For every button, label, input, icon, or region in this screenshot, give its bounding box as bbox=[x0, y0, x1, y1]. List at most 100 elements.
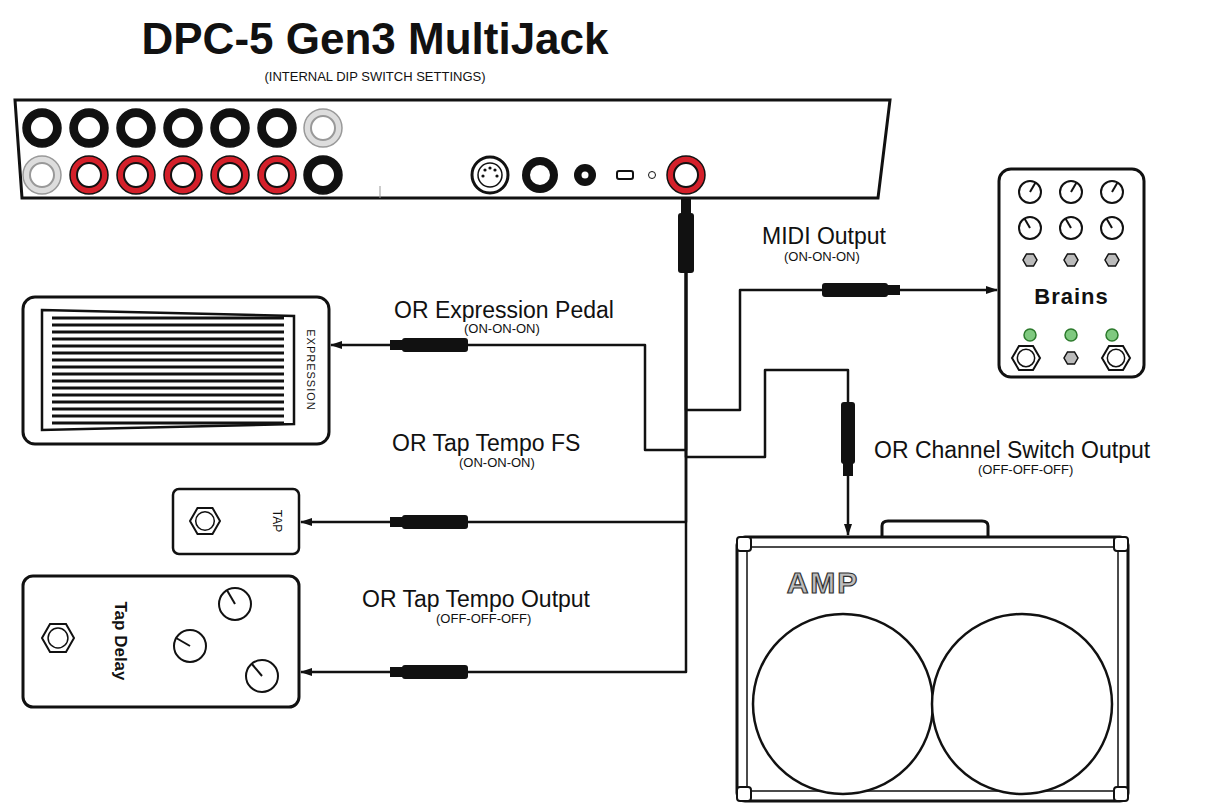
corner-protector bbox=[1114, 537, 1128, 551]
footswitch-nut bbox=[1012, 346, 1040, 370]
toggle-nut bbox=[1023, 254, 1037, 266]
aux-jack-hole bbox=[529, 164, 551, 186]
jack-hole bbox=[171, 116, 195, 140]
knob bbox=[1019, 181, 1041, 203]
tread-stripe bbox=[52, 366, 284, 369]
jack-hole bbox=[311, 116, 335, 140]
cable-label: OR Tap Tempo FS bbox=[390, 430, 582, 456]
speaker bbox=[932, 614, 1112, 794]
corner-protector bbox=[737, 787, 751, 801]
corner-protector bbox=[1114, 787, 1128, 801]
jack-ring bbox=[211, 156, 249, 194]
knob-pointer bbox=[1112, 182, 1118, 192]
cable bbox=[331, 200, 686, 450]
jack-ring bbox=[117, 156, 155, 194]
jack-ring bbox=[164, 109, 202, 147]
midi-pin bbox=[488, 166, 491, 169]
dip-setting: (ON-ON-ON) bbox=[457, 456, 537, 471]
toggle-nut bbox=[1105, 254, 1119, 266]
knob bbox=[1060, 217, 1082, 239]
jack-hole bbox=[674, 163, 698, 187]
jack-ring bbox=[70, 109, 108, 147]
jack-hole bbox=[218, 116, 242, 140]
footswitch-nut bbox=[190, 508, 220, 534]
expression-pedal: EXPRESSION bbox=[21, 295, 331, 446]
cable-label: OR Tap Tempo Output bbox=[360, 586, 592, 612]
jack-ring bbox=[258, 109, 296, 147]
jack-ring bbox=[258, 156, 296, 194]
pedal-name: Tap Delay bbox=[110, 601, 130, 680]
tread-stripe bbox=[52, 359, 284, 362]
jack-ring bbox=[23, 156, 61, 194]
jack-ring bbox=[211, 109, 249, 147]
knob-pointer bbox=[252, 664, 262, 676]
node-outline bbox=[997, 167, 1146, 379]
tread-stripe bbox=[52, 331, 284, 334]
knob-pointer bbox=[1025, 218, 1031, 228]
tap-footswitch: TAP bbox=[171, 487, 301, 556]
treadle bbox=[42, 310, 294, 430]
jack-hole bbox=[124, 116, 148, 140]
plug-collar bbox=[843, 462, 853, 476]
knob bbox=[219, 588, 251, 620]
plug-collar bbox=[886, 285, 900, 295]
tap-enclosure bbox=[173, 489, 299, 554]
dip-setting: (ON-ON-ON) bbox=[462, 322, 542, 337]
knob bbox=[1101, 181, 1123, 203]
plug-body bbox=[402, 338, 468, 352]
midi-pin bbox=[483, 168, 486, 171]
jack-ring bbox=[304, 156, 342, 194]
aux-jack bbox=[522, 157, 558, 193]
midi-jack-inner bbox=[478, 163, 502, 187]
plug-body bbox=[402, 665, 468, 679]
tread-stripe bbox=[52, 415, 284, 418]
knob-pointer bbox=[227, 590, 235, 604]
unit-housing bbox=[15, 100, 890, 198]
knob-pointer bbox=[1071, 182, 1077, 192]
knob bbox=[1060, 181, 1082, 203]
node-outline bbox=[21, 574, 301, 709]
footswitch-cap bbox=[196, 512, 215, 531]
jack-hole bbox=[30, 116, 54, 140]
knob bbox=[246, 660, 278, 692]
power-jack bbox=[574, 164, 596, 186]
jack-hole bbox=[124, 163, 148, 187]
footswitch-cap bbox=[48, 628, 68, 648]
footswitch-cap bbox=[1107, 349, 1124, 366]
tread-stripe bbox=[52, 373, 284, 376]
cable bbox=[301, 200, 686, 522]
plug-body bbox=[841, 402, 855, 464]
housing-seam bbox=[380, 186, 381, 198]
cable bbox=[686, 200, 997, 410]
tread-stripe bbox=[52, 408, 284, 411]
brains-enclosure bbox=[999, 169, 1144, 377]
tread-stripe bbox=[52, 422, 284, 425]
midi-pin bbox=[493, 168, 496, 171]
tread-stripe bbox=[52, 317, 284, 320]
footswitch-nut bbox=[42, 624, 74, 652]
plug-collar bbox=[390, 667, 404, 677]
plug-body bbox=[822, 283, 888, 297]
cable bbox=[301, 200, 686, 672]
jack-ring bbox=[70, 156, 108, 194]
cable-label: OR Expression Pedal bbox=[392, 297, 616, 323]
footswitch-cap bbox=[1017, 349, 1034, 366]
usb-port bbox=[617, 171, 633, 179]
midi-pin bbox=[495, 174, 498, 177]
green-led bbox=[1065, 329, 1077, 341]
knob-pointer bbox=[1030, 182, 1036, 192]
plug-collar bbox=[681, 199, 691, 214]
jack-ring bbox=[23, 109, 61, 147]
toggle-nut bbox=[1064, 254, 1078, 266]
plug-collar bbox=[390, 340, 404, 350]
jack-hole bbox=[30, 163, 54, 187]
jack-ring bbox=[667, 156, 705, 194]
knob bbox=[1101, 217, 1123, 239]
tread-stripe bbox=[52, 380, 284, 383]
subtitle: (INTERNAL DIP SWITCH SETTINGS) bbox=[15, 70, 735, 85]
plug-body bbox=[402, 515, 468, 529]
tread-stripe bbox=[52, 352, 284, 355]
